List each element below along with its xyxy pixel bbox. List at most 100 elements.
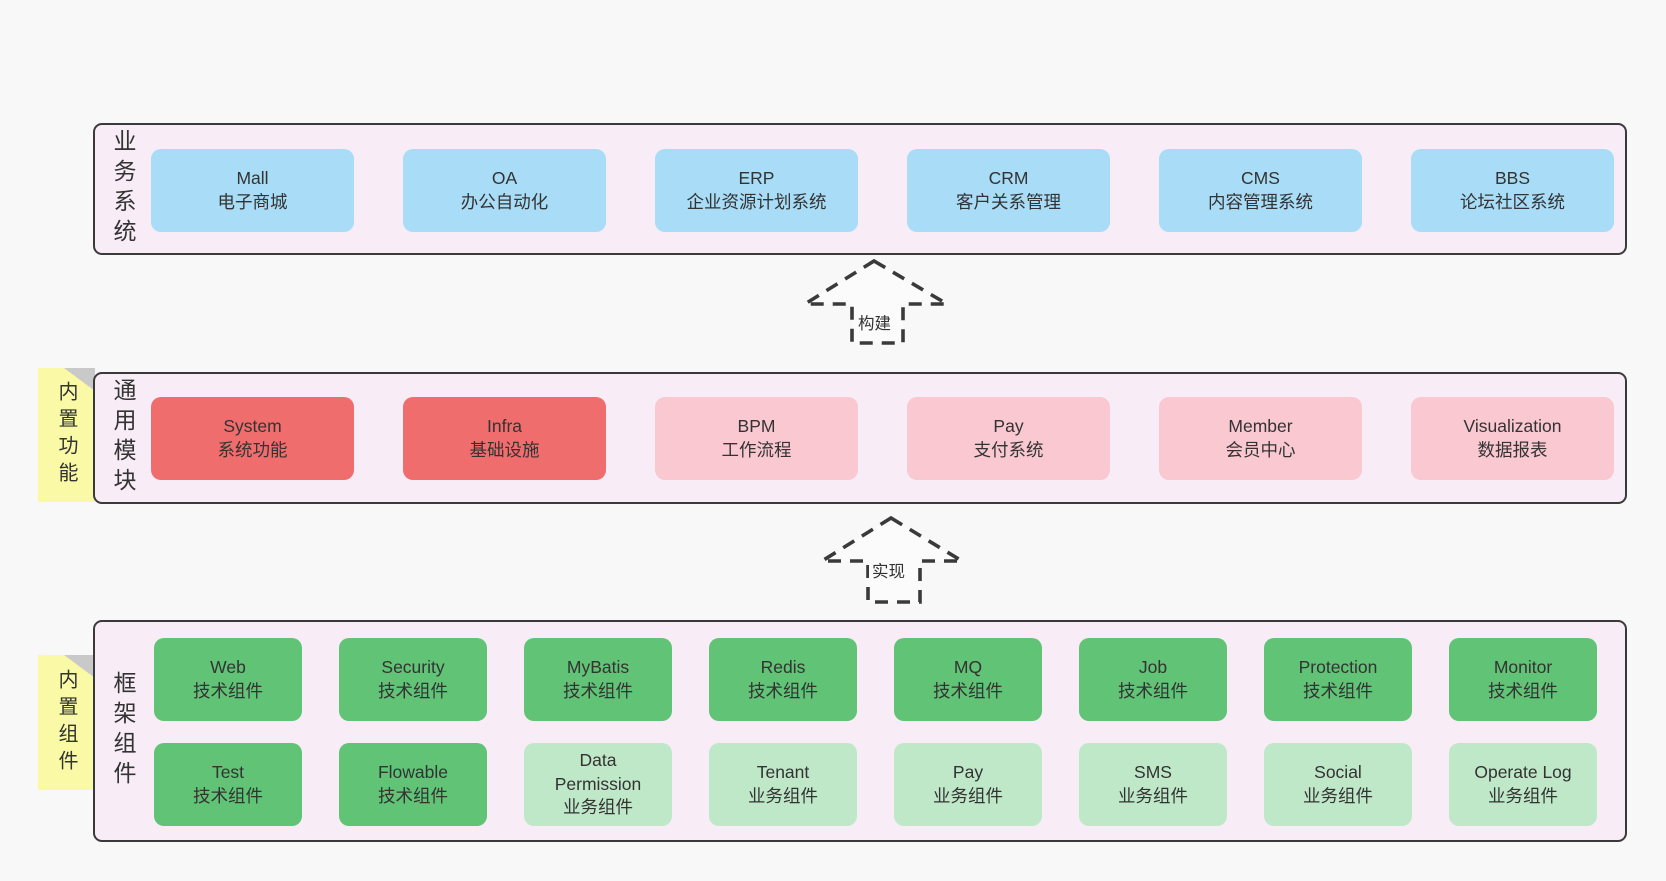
diagram-box-security: Security 技术组件 xyxy=(339,638,487,721)
common-modules-row: System 系统功能 Infra 基础设施 BPM 工作流程 Pay 支付系统 Member 会… xyxy=(151,397,1614,480)
diagram-box-operate-log: Operate Log 业务组件 xyxy=(1449,743,1597,826)
box-title: Social xyxy=(1314,762,1362,782)
layer-label-framework-components: 框架组件 xyxy=(110,671,136,791)
box-title: Pay xyxy=(993,416,1024,436)
diagram-box-redis: Redis 技术组件 xyxy=(709,638,857,721)
box-subtitle: 技术组件 xyxy=(193,680,263,701)
diagram-box-cms: CMS 内容管理系统 xyxy=(1159,149,1362,232)
business-systems-row: Mall 电子商城 OA 办公自动化 ERP 企业资源计划系统 CRM 客户关系管理 CMS 内容… xyxy=(151,149,1614,232)
dashed-up-arrow-build xyxy=(803,258,949,345)
box-title: CMS xyxy=(1241,168,1280,188)
diagram-box-tenant: Tenant 业务组件 xyxy=(709,743,857,826)
box-subtitle: 数据报表 xyxy=(1477,439,1548,460)
box-title: Data Permission xyxy=(554,750,642,794)
diagram-box-erp: ERP 企业资源计划系统 xyxy=(655,149,858,232)
diagram-box-protection: Protection 技术组件 xyxy=(1264,638,1412,721)
diagram-box-social: Social 业务组件 xyxy=(1264,743,1412,826)
box-title: Flowable xyxy=(377,762,449,782)
box-title: Protection xyxy=(1298,657,1378,677)
box-title: Security xyxy=(381,657,445,677)
layer-label-business-systems: 业务系统 xyxy=(110,129,136,249)
diagram-box-system: System 系统功能 xyxy=(151,397,354,480)
box-subtitle: 业务组件 xyxy=(1488,785,1558,806)
diagram-box-job: Job 技术组件 xyxy=(1079,638,1227,721)
layer-label-common-modules: 通用模块 xyxy=(110,378,136,498)
diagram-box-flowable: Flowable 技术组件 xyxy=(339,743,487,826)
diagram-box-monitor: Monitor 技术组件 xyxy=(1449,638,1597,721)
box-subtitle: 系统功能 xyxy=(217,439,288,460)
box-title: Member xyxy=(1228,416,1293,436)
box-subtitle: 业务组件 xyxy=(1118,785,1188,806)
box-subtitle: 技术组件 xyxy=(748,680,818,701)
sticky-tab-label: 内置组件 xyxy=(55,668,77,777)
box-subtitle: 业务组件 xyxy=(1303,785,1373,806)
box-subtitle: 办公自动化 xyxy=(460,191,549,212)
arrow-label-build: 构建 xyxy=(855,309,894,335)
box-title: Tenant xyxy=(756,762,810,782)
diagram-box-sms: SMS 业务组件 xyxy=(1079,743,1227,826)
diagram-box-bbs: BBS 论坛社区系统 xyxy=(1411,149,1614,232)
box-subtitle: 内容管理系统 xyxy=(1208,191,1313,212)
box-subtitle: 支付系统 xyxy=(973,439,1044,460)
diagram-box-data-permission: Data Permission 业务组件 xyxy=(524,743,672,826)
box-subtitle: 业务组件 xyxy=(933,785,1003,806)
box-title: System xyxy=(223,416,282,436)
diagram-box-infra: Infra 基础设施 xyxy=(403,397,606,480)
box-title: Web xyxy=(210,657,246,677)
sticky-tab-built-in-features: 内置功能 xyxy=(38,368,95,502)
box-subtitle: 技术组件 xyxy=(378,785,448,806)
diagram-box-mq: MQ 技术组件 xyxy=(894,638,1042,721)
diagram-box-web: Web 技术组件 xyxy=(154,638,302,721)
sticky-tab-label: 内置功能 xyxy=(55,381,77,489)
diagram-box-pay: Pay 业务组件 xyxy=(894,743,1042,826)
box-title: Mall xyxy=(236,168,269,188)
box-title: Monitor xyxy=(1493,657,1553,677)
box-title: Pay xyxy=(952,762,984,782)
box-subtitle: 业务组件 xyxy=(748,785,818,806)
box-subtitle: 技术组件 xyxy=(1488,680,1558,701)
diagram-box-test: Test 技术组件 xyxy=(154,743,302,826)
box-title: Job xyxy=(1138,657,1168,677)
diagram-box-mall: Mall 电子商城 xyxy=(151,149,354,232)
box-title: BBS xyxy=(1494,168,1531,188)
diagram-box-bpm: BPM 工作流程 xyxy=(655,397,858,480)
box-title: MQ xyxy=(953,657,983,677)
box-subtitle: 技术组件 xyxy=(193,785,263,806)
box-subtitle: 技术组件 xyxy=(563,680,633,701)
box-subtitle: 电子商城 xyxy=(217,191,288,212)
box-subtitle: 基础设施 xyxy=(469,439,540,460)
box-title: MyBatis xyxy=(566,657,630,677)
diagram-box-oa: OA 办公自动化 xyxy=(403,149,606,232)
layer-common-modules: 通用模块 System 系统功能 Infra 基础设施 BPM 工作流程 Pay 支付系统 Me… xyxy=(93,372,1627,504)
box-subtitle: 客户关系管理 xyxy=(956,191,1061,212)
diagram-box-mybatis: MyBatis 技术组件 xyxy=(524,638,672,721)
box-title: BPM xyxy=(737,416,776,436)
box-subtitle: 技术组件 xyxy=(1118,680,1188,701)
box-subtitle: 企业资源计划系统 xyxy=(686,191,827,212)
box-subtitle: 技术组件 xyxy=(1303,680,1373,701)
layer-business-systems: 业务系统 Mall 电子商城 OA 办公自动化 ERP 企业资源计划系统 CRM 客户关系管理… xyxy=(93,123,1627,255)
box-title: Operate Log xyxy=(1474,762,1572,782)
box-title: CRM xyxy=(988,168,1029,188)
box-title: OA xyxy=(491,168,518,188)
diagram-box-member: Member 会员中心 xyxy=(1159,397,1362,480)
box-title: Redis xyxy=(760,657,806,677)
box-subtitle: 论坛社区系统 xyxy=(1460,191,1565,212)
box-title: SMS xyxy=(1134,762,1172,782)
box-subtitle: 业务组件 xyxy=(563,797,633,818)
box-title: Test xyxy=(211,762,245,782)
box-subtitle: 工作流程 xyxy=(721,439,792,460)
box-title: Infra xyxy=(486,416,523,436)
box-subtitle: 技术组件 xyxy=(378,680,448,701)
diagram-box-pay: Pay 支付系统 xyxy=(907,397,1110,480)
box-subtitle: 会员中心 xyxy=(1225,439,1296,460)
diagram-box-crm: CRM 客户关系管理 xyxy=(907,149,1110,232)
sticky-tab-built-in-components: 内置组件 xyxy=(38,655,95,790)
box-title: ERP xyxy=(738,168,775,188)
arrow-label-implement: 实现 xyxy=(869,557,908,583)
box-subtitle: 技术组件 xyxy=(933,680,1003,701)
